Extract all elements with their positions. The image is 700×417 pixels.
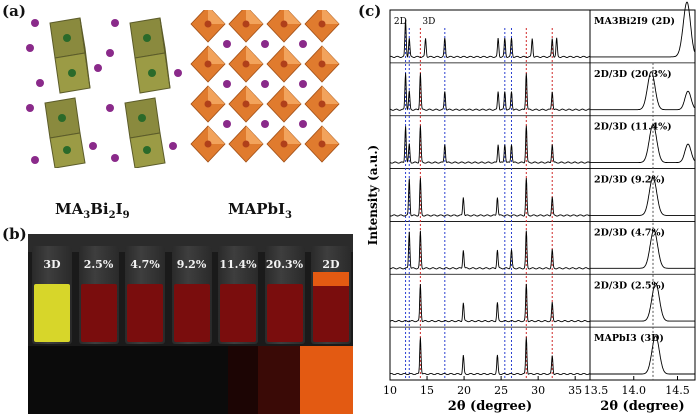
right-plot-frame bbox=[589, 9, 696, 381]
marker-2d-label: 2D bbox=[394, 17, 407, 27]
x-tick-label: 35 bbox=[568, 384, 582, 397]
xrd-trace bbox=[389, 177, 590, 217]
pb-octahedron bbox=[190, 85, 226, 123]
vial-label: 4.7% bbox=[130, 258, 160, 271]
xrd-trace bbox=[389, 337, 590, 376]
vial: 2D bbox=[311, 246, 351, 344]
xrd-trace bbox=[389, 125, 590, 164]
pb-octahedron bbox=[190, 10, 226, 43]
x-tick-label: 15 bbox=[420, 384, 434, 397]
pb-octahedron bbox=[228, 10, 264, 43]
pb-octahedron bbox=[190, 45, 226, 83]
light-strip bbox=[28, 346, 353, 414]
ma3bi2i9-structure bbox=[26, 17, 182, 168]
xrd-trace-zoom bbox=[590, 71, 695, 111]
pb-octahedron bbox=[228, 85, 264, 123]
vial: 9.2% bbox=[171, 246, 212, 344]
ma-cation bbox=[223, 40, 231, 48]
pb-octahedron bbox=[304, 85, 340, 123]
vial-label: 3D bbox=[43, 258, 61, 271]
pb-octahedron bbox=[190, 125, 226, 163]
label-ma3bi2i9: MA3Bi2I9 bbox=[55, 200, 130, 221]
vial-label: 2D bbox=[322, 258, 340, 271]
pb-octahedron bbox=[304, 45, 340, 83]
ma-cation bbox=[261, 80, 269, 88]
x-axis-label: 2θ (degree) bbox=[448, 399, 532, 414]
pb-octahedron bbox=[304, 125, 340, 163]
ma-cation bbox=[299, 120, 307, 128]
xrd-chart: 2D 3D MA3Bi2I9 (2D) 2D/3D (20.3%) 2D/3D (11.… bbox=[366, 1, 696, 414]
vial-liquid bbox=[80, 284, 117, 342]
pb-octahedron bbox=[228, 45, 264, 83]
pb-octahedron bbox=[266, 125, 302, 163]
xrd-trace bbox=[389, 73, 590, 111]
vial-liquid bbox=[173, 284, 210, 342]
panel-label-b: (b) bbox=[2, 225, 27, 243]
xrd-trace-zoom bbox=[590, 123, 695, 164]
x-tick-label-right: 13.5 bbox=[584, 384, 609, 397]
label-mapbi3: MAPbI3 bbox=[228, 200, 292, 221]
vial-liquid bbox=[220, 284, 256, 342]
xrd-trace bbox=[389, 19, 590, 58]
trace-label: 2D/3D (4.7%) bbox=[594, 227, 665, 238]
vial-liquid-top bbox=[313, 272, 349, 286]
trace-label: MA3Bi2I9 (2D) bbox=[594, 16, 675, 27]
ma-cation bbox=[299, 40, 307, 48]
panel-label-a: (a) bbox=[2, 2, 26, 20]
vial-liquid bbox=[313, 284, 349, 342]
vial: 4.7% bbox=[125, 246, 165, 344]
trace-label: 2D/3D (2.5%) bbox=[594, 280, 665, 291]
x-tick-label-right: 14.5 bbox=[665, 384, 690, 397]
vial-label: 9.2% bbox=[176, 258, 207, 271]
strip-seg-6 bbox=[258, 346, 308, 414]
mapbi3-structure bbox=[190, 10, 340, 163]
xrd-trace bbox=[389, 230, 590, 270]
vial-liquid bbox=[34, 284, 70, 342]
xrd-trace-zoom bbox=[590, 1, 696, 58]
pb-octahedron bbox=[266, 45, 302, 83]
ma-cation bbox=[299, 80, 307, 88]
strip-seg-7 bbox=[300, 346, 353, 414]
vial-label: 2.5% bbox=[83, 258, 114, 271]
y-axis-label: Intensity (a.u.) bbox=[366, 145, 380, 245]
vial: 11.4% bbox=[218, 246, 258, 344]
vial-label: 20.3% bbox=[265, 258, 304, 271]
vial-liquid bbox=[127, 284, 163, 342]
vial-label: 11.4% bbox=[219, 258, 257, 271]
xrd-trace-zoom bbox=[590, 229, 695, 269]
ma-cation bbox=[261, 40, 269, 48]
x-axis-label-right: 2θ (degree) bbox=[600, 399, 684, 414]
marker-3d-label: 3D bbox=[422, 17, 435, 27]
xrd-trace-zoom bbox=[590, 335, 695, 375]
pb-octahedron bbox=[266, 85, 302, 123]
x-tick-label: 20 bbox=[457, 384, 471, 397]
x-tick-label: 30 bbox=[531, 384, 545, 397]
ma-cation bbox=[223, 120, 231, 128]
x-tick-label: 10 bbox=[383, 384, 397, 397]
trace-label: 2D/3D (20.3%) bbox=[594, 69, 672, 80]
xrd-trace bbox=[389, 283, 590, 323]
vial: 3D bbox=[32, 246, 72, 344]
vial: 20.3% bbox=[264, 246, 305, 344]
x-tick-label-right: 14.0 bbox=[622, 384, 647, 397]
vial: 2.5% bbox=[78, 246, 119, 344]
pb-octahedron bbox=[266, 10, 302, 43]
trace-label: 2D/3D (11.4%) bbox=[594, 122, 672, 133]
trace-label: 2D/3D (9.2%) bbox=[594, 175, 665, 186]
vial-liquid bbox=[266, 284, 303, 342]
xrd-trace-zoom bbox=[590, 176, 695, 216]
x-tick-label: 25 bbox=[494, 384, 508, 397]
vial-photo: 3D 2.5% 4.7% 9.2% 11.4% 20.3% 2D bbox=[28, 234, 353, 414]
pb-octahedron bbox=[304, 10, 340, 43]
ma-cation bbox=[261, 120, 269, 128]
trace-label: MAPbI3 (3D) bbox=[594, 333, 664, 344]
panel-label-c: (c) bbox=[358, 2, 382, 20]
ma-cation bbox=[223, 80, 231, 88]
pb-octahedron bbox=[228, 125, 264, 163]
xrd-trace-zoom bbox=[590, 282, 695, 322]
